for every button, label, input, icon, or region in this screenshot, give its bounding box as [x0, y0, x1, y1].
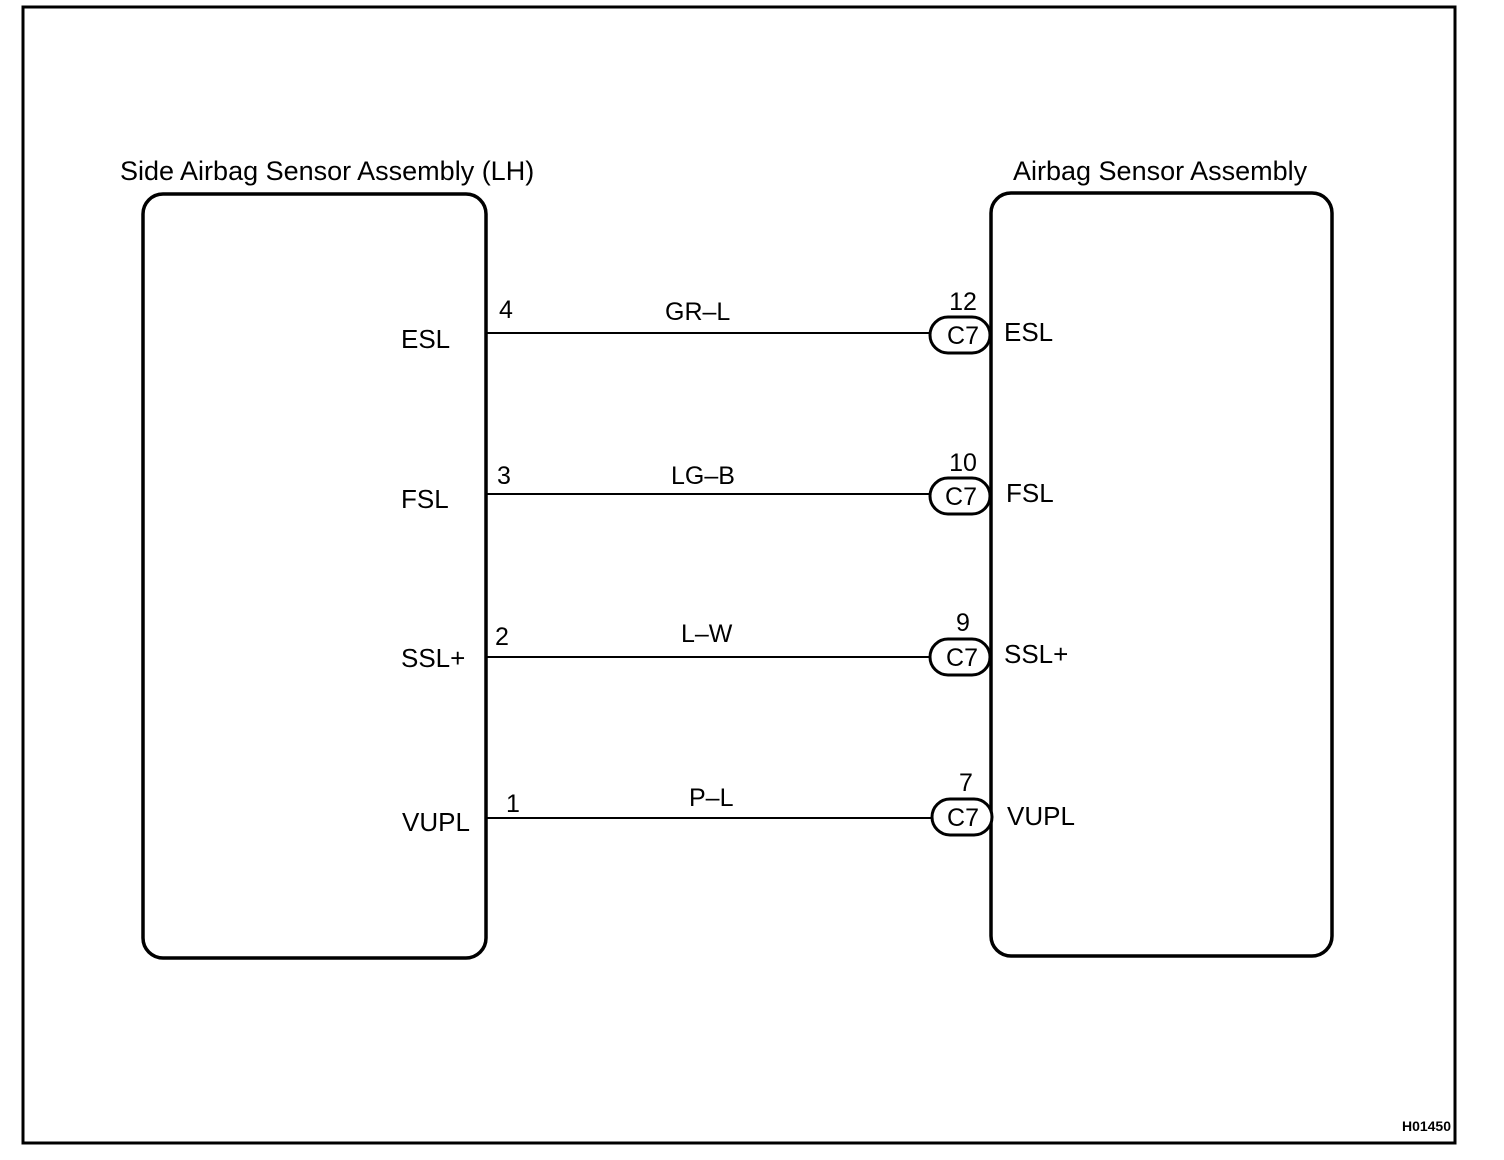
wire-row-vupl: VUPL 1 P–L C7 7 VUPL — [402, 769, 1075, 837]
left-module-title: Side Airbag Sensor Assembly (LH) — [120, 156, 534, 186]
left-pin-number: 2 — [495, 623, 509, 651]
wire-color-label: GR–L — [665, 298, 730, 326]
right-pin-number: 10 — [949, 449, 977, 477]
connector-label: C7 — [947, 322, 979, 350]
right-module-box — [989, 191, 1334, 958]
left-pin-number: 3 — [497, 462, 511, 490]
right-module-title: Airbag Sensor Assembly — [1013, 156, 1308, 186]
left-terminal-label: SSL+ — [401, 643, 465, 673]
connector-symbol — [930, 797, 994, 837]
wire-row-fsl: FSL 3 LG–B C7 10 FSL — [401, 449, 1054, 516]
left-terminal-label: FSL — [401, 484, 449, 514]
left-terminal-label: VUPL — [402, 807, 470, 837]
wire-row-esl: ESL 4 GR–L C7 12 ESL — [401, 288, 1053, 355]
connector-symbol — [928, 476, 992, 516]
right-terminal-label: ESL — [1004, 317, 1053, 347]
wire-color-label: P–L — [689, 784, 734, 812]
left-pin-number: 1 — [506, 790, 520, 818]
connector-symbol — [928, 637, 992, 677]
right-pin-number: 12 — [949, 288, 977, 316]
connector-label: C7 — [946, 644, 978, 672]
left-module-box — [141, 192, 488, 960]
right-pin-number: 7 — [959, 769, 973, 797]
right-terminal-label: SSL+ — [1004, 639, 1068, 669]
diagram-frame — [21, 5, 1457, 1145]
connector-symbol — [928, 315, 992, 355]
wire-row-ssl-plus: SSL+ 2 L–W C7 9 SSL+ — [401, 609, 1068, 677]
right-terminal-label: VUPL — [1007, 801, 1075, 831]
right-pin-number: 9 — [956, 609, 970, 637]
wire-color-label: L–W — [681, 620, 733, 648]
connector-label: C7 — [947, 804, 979, 832]
figure-code: H01450 — [1402, 1118, 1451, 1134]
right-terminal-label: FSL — [1006, 478, 1054, 508]
wire-color-label: LG–B — [671, 462, 735, 490]
left-pin-number: 4 — [499, 296, 513, 324]
connector-label: C7 — [945, 483, 977, 511]
left-terminal-label: ESL — [401, 324, 450, 354]
